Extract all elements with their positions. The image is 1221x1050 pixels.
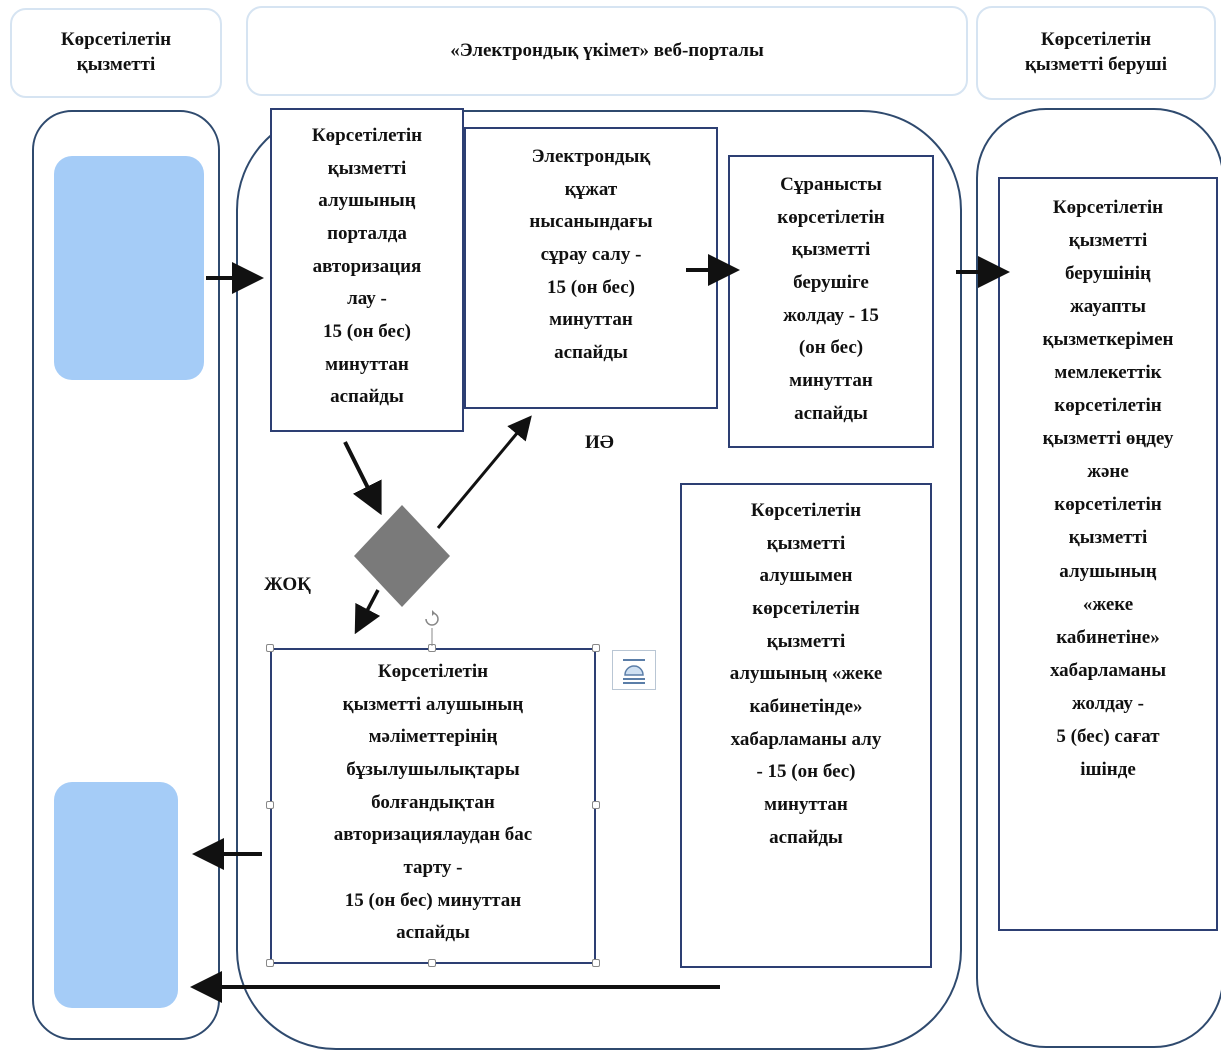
step-refusal-text: Көрсетілетін қызметті алушының мәліметте… xyxy=(333,661,533,944)
decision-diamond xyxy=(354,505,450,607)
header-left-label: Көрсетілетін қызметті xyxy=(60,29,172,75)
step-electronic-request: Электрондық құжат нысанындағы сұрау салу… xyxy=(464,127,718,409)
header-center-label: «Электрондық үкімет» веб-порталы xyxy=(450,39,764,61)
selection-handle[interactable] xyxy=(266,644,274,652)
header-left: Көрсетілетін қызметті xyxy=(10,8,222,98)
selection-handle[interactable] xyxy=(266,959,274,967)
decision-no-label: ЖОҚ xyxy=(264,574,311,595)
header-center: «Электрондық үкімет» веб-порталы xyxy=(246,6,968,96)
selection-handle[interactable] xyxy=(592,959,600,967)
rotate-handle-icon[interactable] xyxy=(422,610,442,646)
step-send-to-provider: Сұранысты көрсетілетін қызметті берушіге… xyxy=(728,155,934,448)
step-provider-processing: Көрсетілетін қызметті берушінің жауапты … xyxy=(998,177,1218,931)
step-send-to-provider-text: Сұранысты көрсетілетін қызметті берушіге… xyxy=(777,174,885,424)
step-refusal: Көрсетілетін қызметті алушының мәліметте… xyxy=(270,648,596,964)
step-receive-notification-text: Көрсетілетін қызметті алушымен көрсетіле… xyxy=(729,500,883,848)
arrow-decision-yes xyxy=(436,415,532,529)
step-authorization-text: Көрсетілетін қызметті алушының порталда … xyxy=(311,125,423,408)
selection-handle[interactable] xyxy=(428,959,436,967)
header-right-label: Көрсетілетін қызметті беруші xyxy=(1024,29,1168,75)
step-electronic-request-text: Электрондық құжат нысанындағы сұрау салу… xyxy=(529,146,653,364)
recipient-end-shape xyxy=(54,782,178,1008)
step-receive-notification: Көрсетілетін қызметті алушымен көрсетіле… xyxy=(680,483,932,968)
selection-handle[interactable] xyxy=(266,801,274,809)
step-authorization: Көрсетілетін қызметті алушының порталда … xyxy=(270,108,464,432)
arrow-auth-to-decision xyxy=(343,441,382,516)
arrow-decision-no xyxy=(354,589,381,635)
decision-yes-label: ИӘ xyxy=(585,432,614,453)
header-right: Көрсетілетін қызметті беруші xyxy=(976,6,1216,100)
selection-handle[interactable] xyxy=(592,801,600,809)
selection-handle[interactable] xyxy=(592,644,600,652)
text-wrap-layout-icon[interactable] xyxy=(612,650,656,690)
recipient-start-shape xyxy=(54,156,204,380)
step-provider-processing-text: Көрсетілетін қызметті берушінің жауапты … xyxy=(1042,197,1174,780)
